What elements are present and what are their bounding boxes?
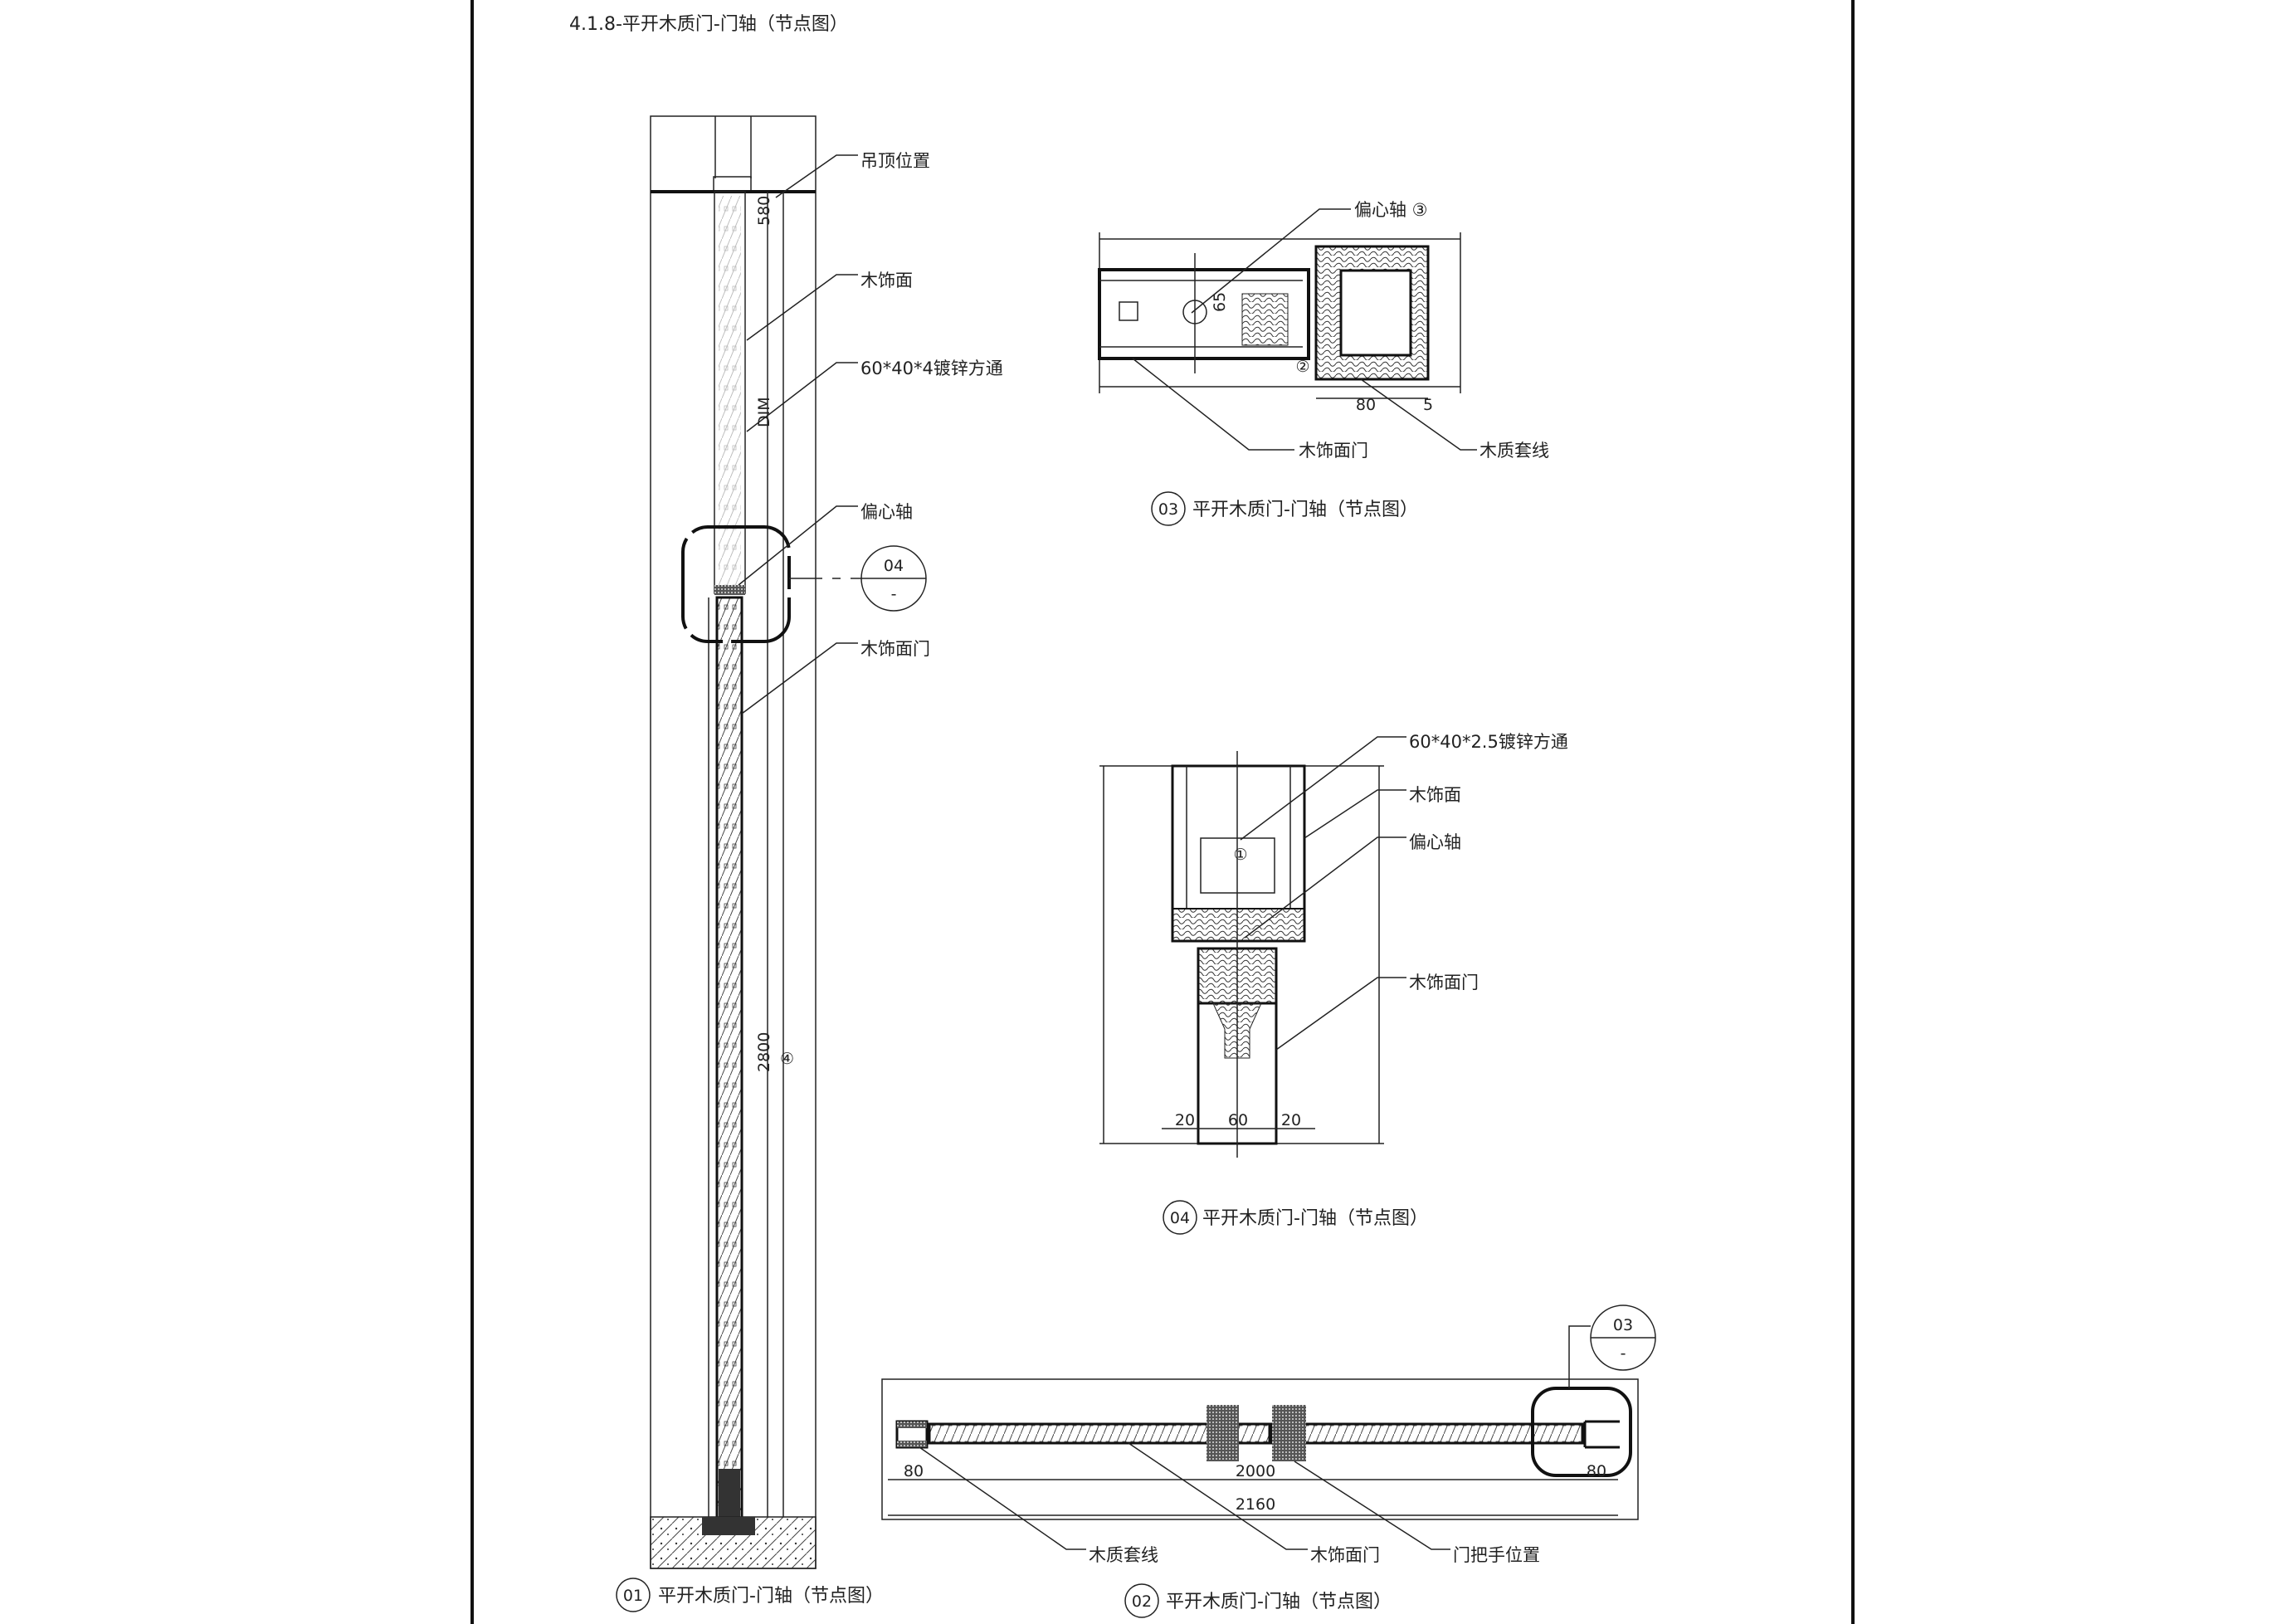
label-wood-veneer: 木饰面 [1409, 785, 1461, 805]
dim-5: 5 [1423, 396, 1433, 414]
label-pivot: 偏心轴 [1409, 832, 1461, 852]
svg-text:平开木质门-门轴（节点图）: 平开木质门-门轴（节点图） [1192, 500, 1418, 520]
label-pivot-3: 偏心轴 ③ [1354, 200, 1428, 220]
detail-03-caption: 03 平开木质门-门轴（节点图） [1151, 491, 1418, 526]
dim-65: 65 [1211, 292, 1229, 312]
detail-01-section: 04 - 580 DIM 2800 ④ 吊顶位置 木饰面 60*40*4镀锌方通… [616, 115, 1003, 1612]
dim-2160: 2160 [1236, 1495, 1275, 1514]
label-ceiling-position: 吊顶位置 [860, 151, 930, 171]
svg-text:04: 04 [1170, 1209, 1190, 1227]
label-wood-casing: 木质套线 [1089, 1545, 1158, 1565]
detail-03-reference-bubble[interactable]: 03 - [1590, 1305, 1656, 1371]
label-veneer-door: 木饰面门 [860, 639, 930, 659]
detail-01-caption: 01 平开木质门-门轴（节点图） [616, 1578, 884, 1612]
detail-04-callout-box [681, 525, 791, 643]
svg-text:平开木质门-门轴（节点图）: 平开木质门-门轴（节点图） [658, 1586, 884, 1607]
marker-1: ① [1233, 846, 1247, 864]
svg-text:-: - [1621, 1344, 1626, 1363]
detail-03-callout-box [1531, 1387, 1632, 1477]
svg-text:平开木质门-门轴（节点图）: 平开木质门-门轴（节点图） [1166, 1592, 1392, 1612]
detail-04-section: ① 20 60 20 60*40*2.5镀锌方通 木饰面 偏心轴 木饰面门 04… [1099, 732, 1568, 1235]
svg-text:平开木质门-门轴（节点图）: 平开木质门-门轴（节点图） [1202, 1208, 1428, 1229]
dim-2800: 2800 [755, 1032, 773, 1072]
svg-text:03: 03 [1158, 500, 1178, 519]
label-veneer-door: 木饰面门 [1299, 441, 1368, 461]
detail-02-plan: 03 - 80 2000 80 2160 木质套线 木饰面门 门把手位置 02 … [881, 1305, 1656, 1618]
label-handle-position: 门把手位置 [1453, 1545, 1540, 1565]
marker-2: ② [1295, 358, 1309, 376]
dim-580: 580 [755, 196, 773, 226]
label-wood-casing: 木质套线 [1479, 441, 1549, 461]
dim-20-right: 20 [1281, 1111, 1301, 1129]
svg-text:-: - [891, 585, 897, 603]
dim-20-left: 20 [1175, 1111, 1195, 1129]
label-pivot: 偏心轴 [860, 502, 913, 522]
label-veneer-door: 木饰面门 [1310, 1545, 1380, 1565]
dim-80-left: 80 [904, 1462, 924, 1480]
detail-04-reference-bubble[interactable]: 04 - [860, 545, 927, 612]
dim-2000: 2000 [1236, 1462, 1275, 1480]
label-steel-tube: 60*40*2.5镀锌方通 [1409, 732, 1568, 752]
detail-02-caption: 02 平开木质门-门轴（节点图） [1124, 1583, 1392, 1618]
sheet-title: 4.1.8-平开木质门-门轴（节点图） [569, 14, 848, 35]
dim-80-right: 80 [1587, 1462, 1606, 1480]
marker-4: ④ [780, 1050, 794, 1068]
svg-text:02: 02 [1132, 1592, 1152, 1611]
dim-dim: DIM [755, 397, 773, 427]
dim-80: 80 [1356, 396, 1376, 414]
svg-text:03: 03 [1613, 1316, 1633, 1334]
label-steel-tube: 60*40*4镀锌方通 [860, 358, 1003, 378]
label-veneer-door: 木饰面门 [1409, 973, 1479, 992]
detail-04-caption: 04 平开木质门-门轴（节点图） [1163, 1200, 1428, 1235]
detail-03-plan: 65 80 5 ② 偏心轴 ③ 木饰面门 木质套线 03 平开木质门-门轴（节点… [1098, 200, 1549, 526]
svg-text:01: 01 [623, 1587, 643, 1605]
svg-text:04: 04 [884, 557, 904, 575]
dim-60: 60 [1228, 1111, 1248, 1129]
label-wood-veneer: 木饰面 [860, 271, 913, 290]
